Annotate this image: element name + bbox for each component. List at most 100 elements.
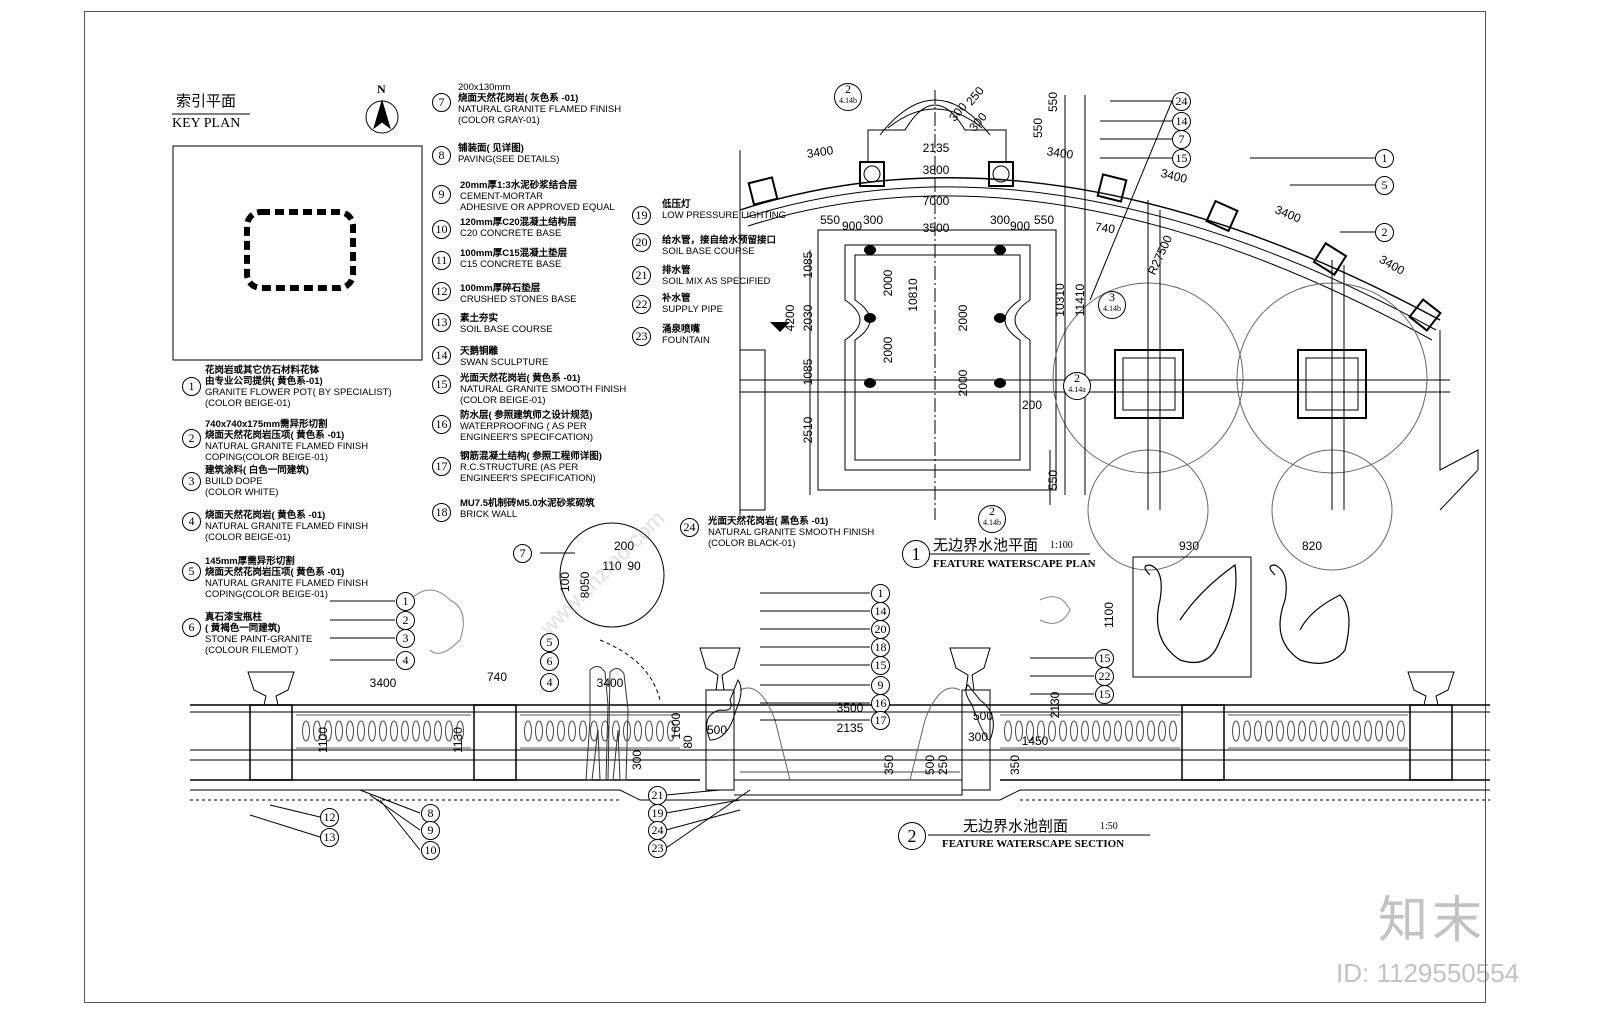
legend-line: C15 CONCRETE BASE <box>460 259 562 270</box>
baluster <box>1243 720 1251 742</box>
section-dimension: 1130 <box>451 727 465 753</box>
section-callout: 19 <box>648 804 667 823</box>
marker-sheet-ref: 4.14b <box>983 518 1001 527</box>
section-callout: 15 <box>1095 649 1114 668</box>
plan-dimension: 740 <box>1094 219 1116 237</box>
legend-line: (COLOR WHITE) <box>205 487 279 498</box>
legend-number: 9 <box>432 185 451 204</box>
legend-line: NATURAL GRANITE FLAMED FINISH <box>205 578 369 589</box>
baluster <box>557 720 565 742</box>
north-label: N <box>377 82 386 96</box>
section-dimension: 500 <box>923 754 937 776</box>
section-dimension: 2130 <box>1048 691 1062 719</box>
drawing-border <box>84 11 1486 1003</box>
baluster <box>1254 720 1262 742</box>
legend-line: NATURAL GRANITE FLAMED FINISH <box>205 441 369 452</box>
plan-dimension: 550 <box>1046 91 1060 113</box>
baluster <box>324 720 332 742</box>
baluster <box>612 720 620 742</box>
marker-sheet-ref: 4.14b <box>839 96 857 105</box>
legend-number: 16 <box>432 415 451 434</box>
legend-line: 给水管，接自给水预留接口 <box>662 235 777 246</box>
legend-line: 145mm厚需异形切割 <box>205 556 295 567</box>
baluster <box>313 720 321 742</box>
baluster <box>357 720 365 742</box>
plan-title-en: FEATURE WATERSCAPE PLAN <box>933 558 1096 570</box>
swan-dimension: 1100 <box>1102 602 1116 628</box>
section-dimension: 80 <box>681 735 695 749</box>
baluster <box>1276 720 1284 742</box>
legend-line: 烧面天然花岗岩压项( 黄色系 -01) <box>205 430 345 441</box>
plan-number: 1 <box>902 540 930 568</box>
section-title-en: FEATURE WATERSCAPE SECTION <box>942 838 1125 850</box>
baluster <box>1298 720 1306 742</box>
plan-dimension: 10310 <box>1053 283 1067 317</box>
legend-number: 1 <box>182 377 201 396</box>
legend-number: 13 <box>432 313 451 332</box>
section-callout: 20 <box>871 620 890 639</box>
legend-number: 8 <box>432 146 451 165</box>
legend-item-8: 铺装面( 见详图)PAVING(SEE DETAILS) <box>458 143 559 165</box>
plan-callout: 24 <box>1172 92 1191 111</box>
legend-number: 22 <box>632 295 651 314</box>
baluster <box>456 720 464 742</box>
section-dimension: 90 <box>627 559 641 573</box>
baluster <box>546 720 554 742</box>
legend-line: 排水管 <box>662 265 691 276</box>
legend-line: NATURAL GRANITE FLAMED FINISH <box>458 104 622 115</box>
watermark-id: ID: 1129550554 <box>1336 958 1520 988</box>
legend-line: 100mm厚C15混凝土垫层 <box>460 248 568 259</box>
legend-line: 建筑涂料( 白色一同建筑) <box>205 465 309 476</box>
plan-callout: 14 <box>1172 112 1191 131</box>
legend-number: 19 <box>632 206 651 225</box>
section-callout: 21 <box>648 786 667 805</box>
section-callout: 22 <box>1095 667 1114 686</box>
section-dimension: 500 <box>706 723 728 737</box>
baluster <box>1169 720 1177 742</box>
legend-line: 钢筋混凝土结构( 参照工程师详图) <box>460 451 602 462</box>
legend-number: 17 <box>432 457 451 476</box>
marker-sheet-ref: 4.14b <box>1103 304 1121 313</box>
baluster <box>1015 720 1023 742</box>
baluster <box>1265 720 1273 742</box>
legend-line: ADHESIVE OR APPROVED EQUAL <box>460 202 615 213</box>
baluster <box>1331 720 1339 742</box>
section-callout: 1 <box>396 592 415 611</box>
baluster <box>579 720 587 742</box>
baluster <box>412 720 420 742</box>
legend-number: 20 <box>632 233 651 252</box>
section-dimension: 500 <box>972 709 994 723</box>
section-callout: 15 <box>871 656 890 675</box>
baluster <box>1147 720 1155 742</box>
legend-number: 15 <box>432 375 451 394</box>
section-dimension: 3500 <box>836 701 864 715</box>
legend-line: 铺装面( 见详图) <box>458 143 524 154</box>
plan-dimension: 3800 <box>922 163 950 177</box>
baluster <box>1364 720 1372 742</box>
legend-line: COPING(COLOR BEIGE-01) <box>205 589 328 600</box>
plan-dimension: 7000 <box>922 194 950 208</box>
plan-dimension: 550 <box>819 213 841 227</box>
legend-line: SOIL MIX AS SPECIFIED <box>662 276 771 287</box>
baluster <box>346 720 354 742</box>
baluster <box>1004 720 1012 742</box>
legend-line: PAVING(SEE DETAILS) <box>458 154 560 165</box>
marker-number: 2 <box>989 504 995 518</box>
legend-number: 5 <box>182 562 201 581</box>
plan-dimension: 900 <box>841 219 863 233</box>
section-dimension: 350 <box>1008 754 1022 776</box>
legend-number: 12 <box>432 282 451 301</box>
baluster <box>434 720 442 742</box>
legend-line: (COLOR BEIGE-01) <box>205 532 291 543</box>
plan-dimension: 4200 <box>783 304 797 332</box>
section-number: 2 <box>898 822 926 850</box>
key-plan <box>172 99 423 361</box>
